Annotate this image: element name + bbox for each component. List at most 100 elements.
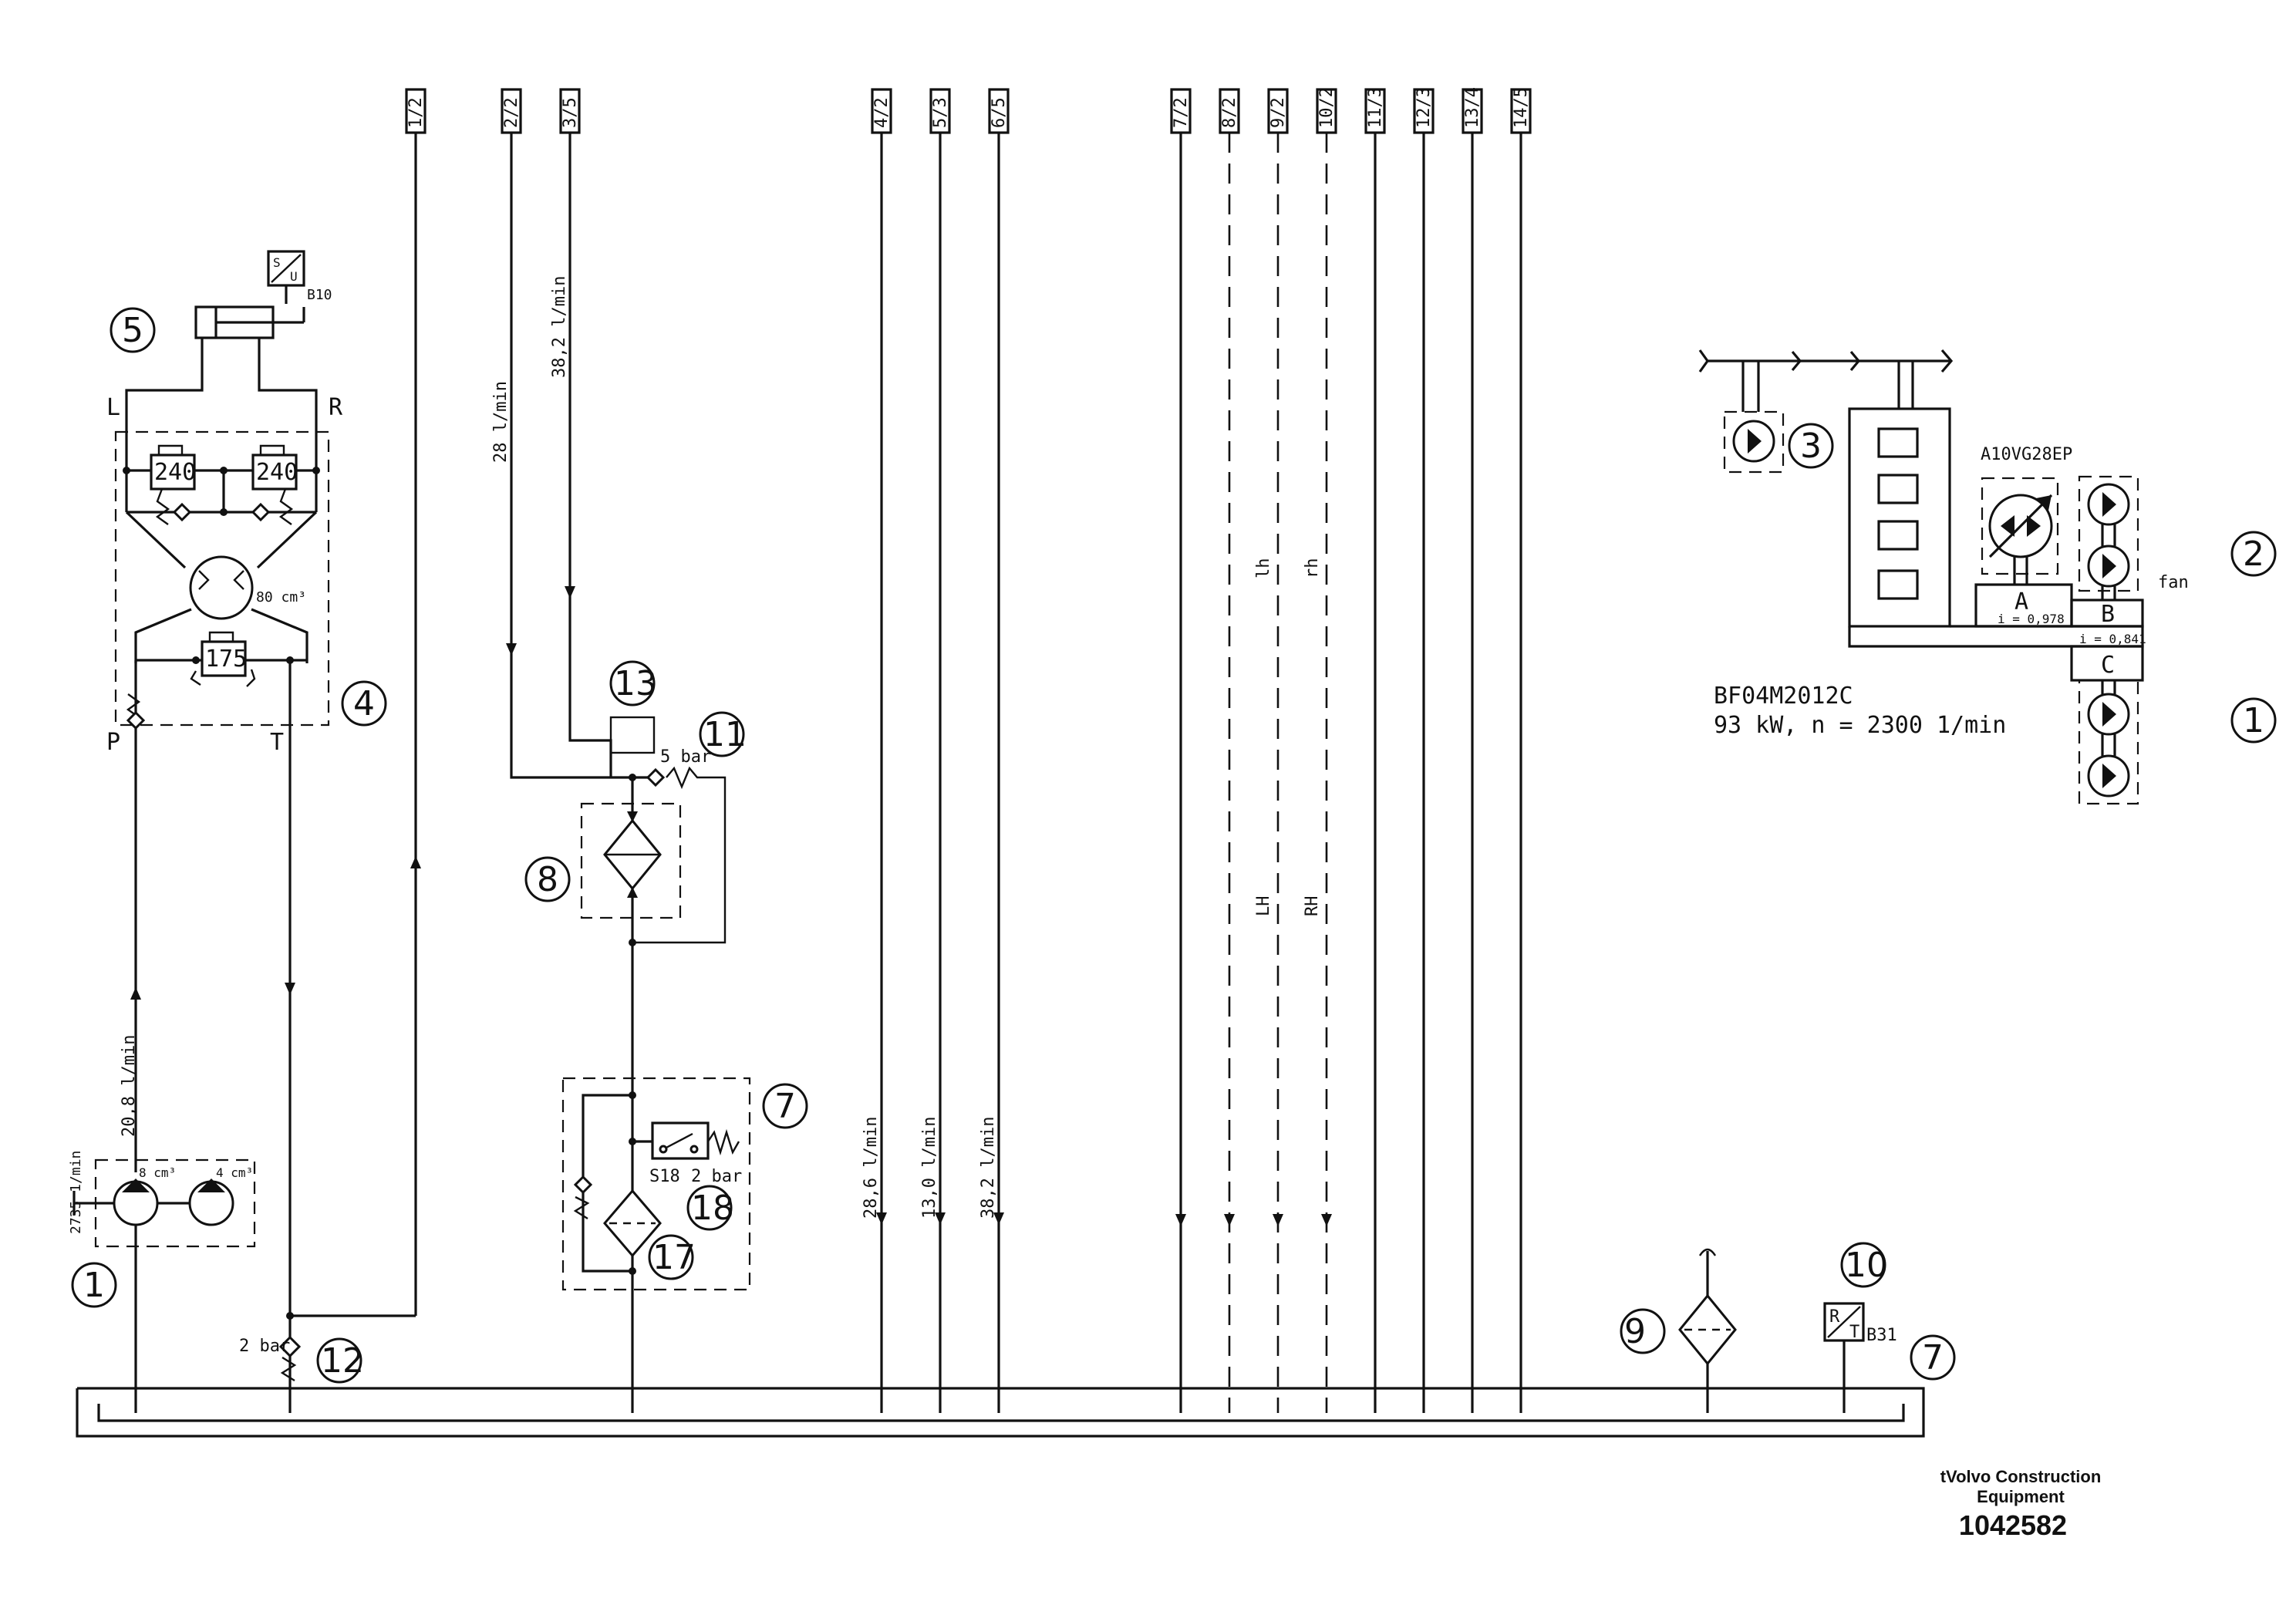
connector-label: 3/5 (561, 97, 580, 128)
pressure-2bar-switch: 2 bar (691, 1167, 742, 1186)
flow-38-2-b: 38,2 l/min (979, 1117, 998, 1219)
ratio-b: i = 0,841 (2079, 632, 2146, 646)
callout-12 (316, 1337, 362, 1384)
line-label-rh: rh (1303, 558, 1322, 579)
callout-2 (2230, 531, 2277, 577)
callout-15 (609, 660, 656, 706)
callout-1-engine-label: 1 (2243, 701, 2264, 740)
callout-8 (524, 856, 571, 902)
callout-7 (1910, 1334, 1956, 1381)
callout-9-label: 7 (774, 1087, 796, 1126)
ratio-a: i = 0,978 (1998, 612, 2065, 626)
sensor-rt-t: T (1849, 1323, 1859, 1342)
engine-model: BF04M2012C (1714, 683, 1853, 710)
callout-13 (699, 711, 745, 757)
callout-17 (648, 1234, 694, 1280)
sensor-su-label: S (273, 255, 281, 270)
engine-drive: 3 A10VG28EP A i = 0,978 B i = (1698, 349, 2277, 805)
line-label-lh: lh (1254, 558, 1273, 579)
connector-label: 1/2 (406, 97, 426, 128)
valve-175: 175 (205, 646, 247, 673)
connector-group: 1/2 2/2 3/5 4/2 5/3 6/5 7/2 8/2 9/2 10/2… (405, 87, 1532, 134)
connector-label: 10/2 (1317, 87, 1337, 128)
callout-5 (110, 307, 156, 353)
callout-13-label: 11 (703, 715, 747, 754)
flow-13-0: 13,0 l/min (920, 1117, 939, 1219)
gear-pump-group: 8 cm³ 4 cm³ 2735 1/min 20,8 l/min 1 (68, 1035, 256, 1413)
sensor-b31-label: B31 (1866, 1326, 1897, 1345)
callout-1-engine (2230, 697, 2277, 744)
flow-28: 28 l/min (491, 381, 511, 463)
gear-A: A (2014, 588, 2028, 615)
port-R: R (329, 394, 343, 421)
callout-5-label: 5 (122, 311, 143, 350)
flow-38-2-a: 38,2 l/min (550, 276, 569, 378)
return-filter: 7 S18 2 bar 18 17 (561, 1077, 808, 1413)
callout-4-label: 4 (353, 684, 375, 723)
callout-8-label: 8 (537, 860, 558, 899)
port-P: P (106, 729, 120, 756)
callout-9 (762, 1083, 808, 1129)
sensor-su-label-u: U (290, 269, 298, 284)
connector-label: 14/5 (1512, 87, 1531, 128)
flow-pump-speed: 2735 1/min (68, 1151, 84, 1234)
footer-company: tVolvo Construction (1940, 1467, 2102, 1486)
callout-10-label: 9 (1624, 1312, 1646, 1351)
engine-spec: 93 kW, n = 2300 1/min (1714, 712, 2006, 739)
steering-unit: S U B10 5 L R 240 240 (106, 250, 387, 756)
callout-15-label: 13 (614, 664, 657, 703)
flow-28-6: 28,6 l/min (861, 1117, 881, 1219)
callout-10 (1620, 1308, 1666, 1354)
switch-s18-label: S18 (649, 1167, 680, 1186)
gear-C: C (2101, 652, 2115, 679)
port-T: T (270, 729, 284, 756)
port-L: L (106, 394, 120, 421)
flow-20-8: 20,8 l/min (120, 1035, 139, 1137)
check-valve-12: 2 bar 12 (239, 1335, 364, 1384)
callout-3 (1788, 423, 1834, 469)
connector-label: 8/2 (1220, 97, 1239, 128)
callout-2-label: 2 (2243, 534, 2264, 574)
line-label-LH: LH (1254, 896, 1273, 917)
connector-label: 11/3 (1366, 87, 1385, 128)
callout-18 (686, 1185, 733, 1231)
footer-doc-number: 1042582 (1959, 1509, 2067, 1541)
pump-displacement-8: 8 cm³ (139, 1165, 176, 1180)
footer-company-2: Equipment (1977, 1487, 2065, 1506)
connector-label: 13/4 (1463, 87, 1482, 128)
connector-label: 4/2 (872, 97, 892, 128)
sensor-b10-label: B10 (307, 287, 332, 303)
gear-B: B (2101, 601, 2115, 628)
pressure-2bar-check: 2 bar (239, 1337, 290, 1356)
connector-label: 12/3 (1414, 87, 1434, 128)
pump-model-label: A10VG28EP (1981, 445, 2072, 464)
callout-1-bottom (71, 1262, 117, 1308)
sensor-rt-r: R (1829, 1307, 1840, 1327)
connector-lines (410, 133, 1522, 1413)
valve-240-a: 240 (154, 459, 196, 486)
breather-filter: 9 (1620, 1248, 1737, 1413)
callout-7-label: 7 (1922, 1338, 1944, 1378)
pressure-5bar: 5 bar (660, 747, 711, 767)
cooler-circuit: 13 28 l/min 38,2 l/min 5 bar 11 8 (491, 276, 747, 1086)
steering-motor (189, 555, 254, 620)
callout-1-label: 1 (83, 1266, 105, 1305)
line-label-RH: RH (1303, 896, 1322, 917)
motor-displacement: 80 cm³ (256, 589, 306, 605)
fan-label: fan (2158, 573, 2189, 592)
callout-12-label: 12 (321, 1341, 364, 1381)
valve-240-b: 240 (256, 459, 298, 486)
engine-block (1848, 407, 1951, 628)
connector-label: 5/3 (931, 97, 950, 128)
connector-label: 7/2 (1172, 97, 1191, 128)
connector-label: 2/2 (502, 97, 521, 128)
tank (76, 1387, 1925, 1438)
callout-18-label: 18 (691, 1189, 734, 1228)
temp-sensor-b31: R T B31 10 7 (1823, 1242, 1956, 1413)
callout-3-label: 3 (1800, 427, 1822, 466)
callout-11-label: 10 (1845, 1246, 1888, 1285)
pump-displacement-4: 4 cm³ (216, 1165, 253, 1180)
callout-17-label: 17 (652, 1238, 696, 1277)
callout-4 (341, 680, 387, 727)
